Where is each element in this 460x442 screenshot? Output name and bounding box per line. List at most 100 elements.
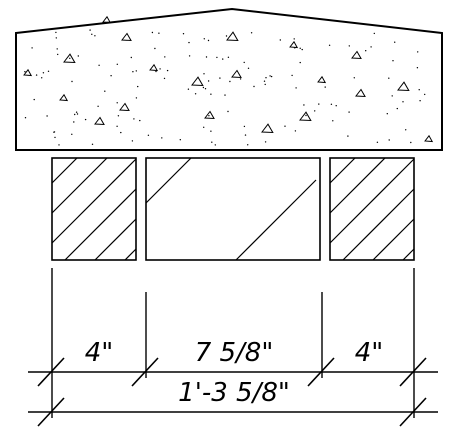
aggregate-dot bbox=[373, 32, 375, 35]
aggregate-dot bbox=[370, 46, 372, 48]
aggregate-dot bbox=[253, 85, 255, 88]
aggregate-dot bbox=[388, 77, 390, 79]
aggregate-triangle bbox=[355, 88, 366, 98]
aggregate-dot bbox=[224, 94, 226, 96]
aggregate-dot bbox=[203, 73, 205, 75]
aggregate-dot bbox=[117, 115, 120, 117]
aggregate-dot bbox=[104, 90, 106, 92]
aggregate-dot bbox=[130, 56, 132, 59]
aggregate-triangle bbox=[261, 123, 274, 134]
aggregate-dot bbox=[247, 144, 249, 146]
aggregate-dot bbox=[31, 47, 33, 49]
brick-hatch-right bbox=[329, 157, 415, 261]
aggregate-dot bbox=[405, 129, 407, 131]
aggregate-dot bbox=[182, 33, 185, 35]
aggregate-dot bbox=[71, 133, 73, 135]
aggregate-triangle bbox=[59, 93, 69, 102]
aggregate-dot bbox=[386, 113, 388, 115]
concrete-masonry-unit bbox=[145, 157, 321, 261]
aggregate-dot bbox=[299, 61, 301, 64]
aggregate-dot bbox=[332, 120, 334, 122]
aggregate-dot bbox=[293, 38, 295, 40]
aggregate-dot bbox=[58, 144, 60, 146]
aggregate-dot bbox=[388, 139, 390, 141]
aggregate-dot bbox=[188, 55, 191, 57]
tick-mark bbox=[131, 357, 159, 387]
aggregate-dot bbox=[98, 64, 100, 67]
aggregate-dot bbox=[41, 77, 43, 79]
aggregate-dot bbox=[132, 71, 134, 73]
dimension-left: 4" bbox=[85, 338, 114, 368]
aggregate-dot bbox=[396, 107, 398, 110]
aggregate-dot bbox=[89, 29, 91, 31]
aggregate-dot bbox=[353, 77, 355, 79]
aggregate-dot bbox=[303, 104, 305, 106]
concrete-aggregate-pattern bbox=[23, 15, 434, 146]
dimension-overall: 1'-3 5/8" bbox=[178, 378, 290, 408]
aggregate-dot bbox=[243, 61, 245, 64]
left-brick-wythe bbox=[51, 157, 137, 261]
aggregate-dot bbox=[392, 60, 394, 62]
aggregate-dot bbox=[222, 58, 224, 60]
aggregate-dot bbox=[263, 80, 266, 82]
aggregate-dot bbox=[131, 140, 134, 142]
tick-mark bbox=[399, 397, 427, 427]
aggregate-dot bbox=[166, 69, 169, 72]
aggregate-dot bbox=[269, 75, 271, 77]
aggregate-triangle bbox=[424, 134, 434, 143]
aggregate-triangle bbox=[23, 68, 33, 77]
aggregate-dot bbox=[210, 93, 212, 95]
aggregate-dot bbox=[410, 141, 412, 144]
aggregate-dot bbox=[55, 31, 57, 34]
aggregate-dot bbox=[391, 95, 393, 97]
aggregate-dot bbox=[348, 45, 350, 47]
aggregate-dot bbox=[46, 115, 48, 117]
aggregate-triangle bbox=[94, 116, 105, 126]
aggregate-dot bbox=[97, 105, 99, 108]
aggregate-triangle bbox=[102, 15, 112, 24]
aggregate-dot bbox=[279, 39, 281, 41]
aggregate-triangle bbox=[191, 76, 204, 87]
aggregate-dot bbox=[227, 56, 230, 58]
aggregate-dot bbox=[137, 85, 139, 88]
aggregate-dot bbox=[299, 47, 301, 49]
aggregate-dot bbox=[69, 57, 71, 59]
aggregate-dot bbox=[187, 88, 190, 90]
aggregate-dot bbox=[376, 141, 379, 143]
aggregate-dot bbox=[24, 117, 27, 119]
aggregate-dot bbox=[250, 32, 253, 34]
aggregate-dot bbox=[305, 114, 307, 117]
aggregate-dot bbox=[418, 89, 420, 91]
aggregate-dot bbox=[159, 68, 161, 70]
aggregate-dot bbox=[205, 56, 208, 58]
brick-hatch-left bbox=[51, 157, 137, 261]
overall-dimension-line bbox=[28, 397, 438, 427]
aggregate-dot bbox=[239, 78, 242, 80]
aggregate-dot bbox=[54, 136, 56, 139]
aggregate-triangle bbox=[149, 63, 159, 72]
aggregate-dot bbox=[163, 77, 166, 80]
aggregate-triangle bbox=[317, 75, 327, 84]
aggregate-dot bbox=[264, 83, 266, 86]
aggregate-dot bbox=[207, 80, 210, 82]
aggregate-dot bbox=[120, 131, 122, 134]
aggregate-dot bbox=[244, 134, 247, 136]
aggregate-dot bbox=[135, 97, 138, 99]
aggregate-dot bbox=[265, 77, 267, 79]
aggregate-triangle bbox=[63, 53, 76, 64]
aggregate-dot bbox=[219, 77, 221, 79]
tick-mark bbox=[307, 357, 335, 387]
aggregate-dot bbox=[158, 32, 160, 34]
aggregate-dot bbox=[147, 134, 150, 136]
aggregate-dot bbox=[416, 67, 419, 69]
aggregate-dot bbox=[47, 70, 50, 73]
aggregate-dot bbox=[73, 121, 75, 123]
aggregate-dot bbox=[84, 118, 87, 121]
aggregate-dot bbox=[164, 56, 166, 58]
aggregate-triangle bbox=[397, 81, 410, 92]
aggregate-dot bbox=[295, 87, 297, 89]
cmu-section-lines bbox=[145, 157, 317, 261]
aggregate-dot bbox=[24, 71, 26, 73]
aggregate-dot bbox=[207, 39, 210, 42]
